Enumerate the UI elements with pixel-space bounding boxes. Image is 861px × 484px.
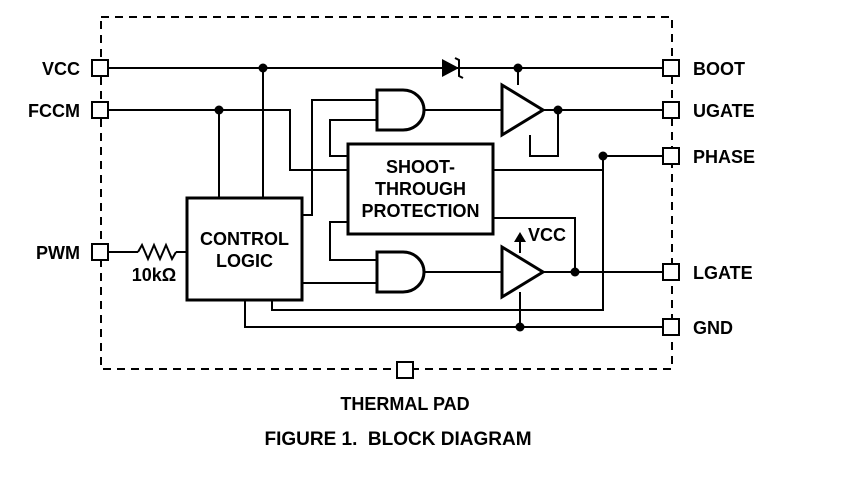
- ugate-stp-feedback-wire: [529, 110, 559, 157]
- control-logic-label-1: CONTROL: [200, 229, 289, 249]
- shoot-through-label-1: SHOOT-: [386, 157, 455, 177]
- junction-dot: [258, 63, 268, 73]
- control-upper-and-wire: [302, 99, 377, 216]
- stp-lower-and-wire: [329, 221, 377, 261]
- boot-diode: [442, 57, 464, 79]
- stp-upper-and-wire: [329, 119, 377, 157]
- lower-and-gate: [375, 250, 426, 294]
- control-logic-label-2: LOGIC: [216, 251, 273, 271]
- phase-down-wire: [271, 156, 604, 311]
- gnd-wire: [244, 300, 663, 328]
- lgate-stp-feedback-wire: [493, 217, 576, 272]
- shoot-through-block: [346, 142, 495, 236]
- pin-ugate: [662, 101, 680, 119]
- label-ugate: UGATE: [693, 101, 755, 121]
- pin-fccm: [91, 101, 109, 119]
- label-inner-vcc: VCC: [528, 225, 566, 245]
- label-pwm: PWM: [36, 243, 80, 263]
- label-fccm: FCCM: [28, 101, 80, 121]
- shoot-through-label-2: THROUGH: [375, 179, 466, 199]
- resistor-symbol: [137, 242, 177, 262]
- label-thermal-pad: THERMAL PAD: [340, 394, 469, 414]
- pin-pwm: [91, 243, 109, 261]
- inner-vcc-arrow: [514, 232, 526, 242]
- control-logic-block: [185, 196, 304, 302]
- junction-dot: [513, 63, 523, 73]
- pin-thermal-pad: [396, 361, 414, 379]
- junction-dot: [515, 322, 525, 332]
- label-vcc: VCC: [42, 59, 80, 79]
- lower-driver-buffer: [500, 244, 546, 300]
- junction-dot: [598, 151, 608, 161]
- upper-and-gate: [375, 88, 426, 132]
- junction-dot: [214, 105, 224, 115]
- junction-dot: [553, 105, 563, 115]
- pin-phase: [662, 147, 680, 165]
- fccm-wire: [109, 109, 348, 171]
- label-gnd: GND: [693, 318, 733, 338]
- pin-lgate: [662, 263, 680, 281]
- pin-vcc: [91, 59, 109, 77]
- label-phase: PHASE: [693, 147, 755, 167]
- label-boot: BOOT: [693, 59, 745, 79]
- pin-gnd: [662, 318, 680, 336]
- label-resistor: 10kΩ: [132, 265, 176, 285]
- junction-dot: [570, 267, 580, 277]
- upper-driver-buffer: [500, 82, 546, 138]
- package-outline: [100, 16, 673, 370]
- figure-caption: FIGURE 1. BLOCK DIAGRAM: [264, 429, 531, 450]
- shoot-through-label-3: PROTECTION: [361, 201, 479, 221]
- label-lgate: LGATE: [693, 263, 753, 283]
- pin-boot: [662, 59, 680, 77]
